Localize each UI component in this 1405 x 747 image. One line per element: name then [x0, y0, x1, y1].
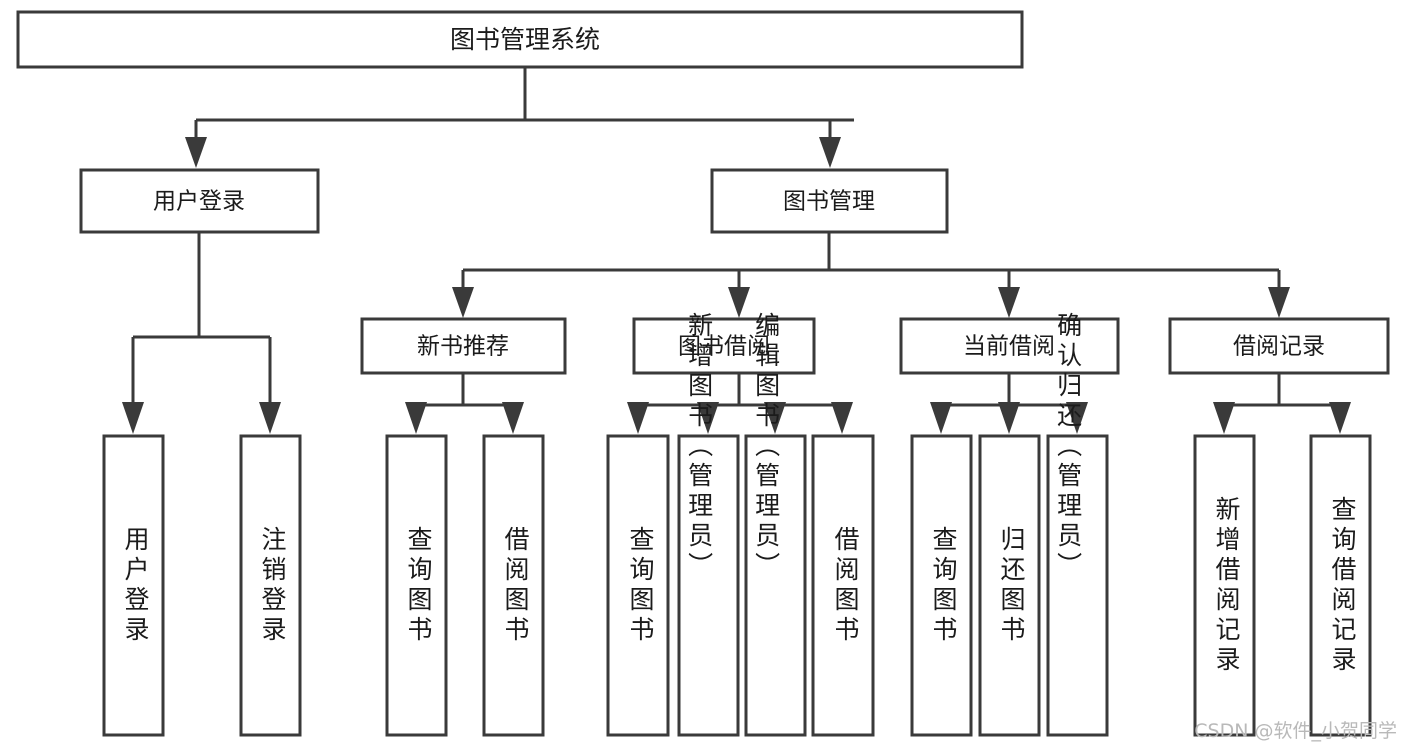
leaf-node[interactable]: 新增借阅记录	[1193, 434, 1256, 737]
connectors-user-login-to-leaves	[122, 232, 281, 434]
connectors-borrow-record-to-leaves	[1213, 373, 1351, 434]
leaf-cb-return-book-box[interactable]	[978, 434, 1041, 737]
leaf-node[interactable]: 编辑图书（管理员）	[744, 312, 807, 737]
node-current-borrow-box[interactable]	[899, 317, 1120, 375]
leaf-bb-edit-book-box[interactable]	[744, 434, 807, 737]
connectors-current-borrow-to-leaves	[930, 373, 1088, 434]
arrow-head-cb-leaf-3	[1066, 402, 1088, 434]
leaf-bb-add-book-box[interactable]	[677, 434, 740, 737]
node-new-book-recommend-label: 新书推荐	[417, 334, 509, 360]
leaf-node[interactable]: 归还图书	[978, 434, 1041, 737]
leaf-node[interactable]: 查询图书	[910, 434, 973, 737]
leaf-bb-borrow-book-label: 借阅图书	[831, 526, 860, 646]
connectors-root-to-level1	[185, 67, 854, 168]
node-root-label: 图书管理系统	[450, 25, 600, 54]
arrow-head-borrow-record	[1268, 287, 1290, 318]
leaf-nb-query-book-label: 查询图书	[404, 526, 433, 646]
node-borrow-record-label: 借阅记录	[1233, 334, 1325, 360]
leaf-node[interactable]: 新增图书（管理员）	[677, 312, 740, 737]
node-root-book-management-system[interactable]: 图书管理系统	[16, 10, 1024, 69]
node-current-borrow[interactable]: 当前借阅	[899, 317, 1120, 375]
arrow-head-new-book	[452, 287, 474, 318]
node-book-borrow-box[interactable]	[632, 317, 816, 375]
leaf-br-add-record-box[interactable]	[1193, 434, 1256, 737]
leaf-user-login-label: 用户登录	[121, 526, 150, 646]
leaf-cb-query-book-label: 查询图书	[929, 526, 958, 646]
leaf-node[interactable]: 借阅图书	[482, 434, 545, 737]
arrow-head-cb-leaf-2	[998, 402, 1020, 434]
arrow-head-bb-leaf-2	[697, 402, 719, 434]
node-user-login[interactable]: 用户登录	[79, 168, 320, 234]
leaf-logout-label: 注销登录	[258, 526, 287, 646]
leaf-nb-borrow-book-box[interactable]	[482, 434, 545, 737]
arrow-head-book-manage	[819, 137, 841, 168]
leaf-bb-edit-book-label: 编辑图书（管理员）	[752, 312, 781, 582]
arrow-head-br-leaf-2	[1329, 402, 1351, 434]
arrow-head-book-borrow	[728, 287, 750, 318]
leaf-nb-query-book-box[interactable]	[385, 434, 448, 737]
leaf-br-query-record-box[interactable]	[1309, 434, 1372, 737]
connectors-book-borrow-to-leaves	[627, 373, 853, 434]
node-new-book-recommend-box[interactable]	[360, 317, 567, 375]
arrow-head-nb-leaf-2	[502, 402, 524, 434]
leaf-bb-query-book-label: 查询图书	[626, 526, 655, 646]
leaf-br-query-record-label: 查询借阅记录	[1328, 496, 1357, 676]
node-user-login-box[interactable]	[79, 168, 320, 234]
leaf-node[interactable]: 查询图书	[385, 434, 448, 737]
node-borrow-record-box[interactable]	[1168, 317, 1390, 375]
node-user-login-label: 用户登录	[153, 189, 245, 215]
leaf-br-add-record-label: 新增借阅记录	[1212, 496, 1241, 676]
arrow-head-user-login	[185, 137, 207, 168]
arrow-head-leaf-user-login	[122, 402, 144, 434]
leaf-bb-add-book-label: 新增图书（管理员）	[685, 312, 714, 582]
connectors-book-manage-to-level2	[452, 232, 1290, 318]
leaf-node[interactable]: 查询借阅记录	[1309, 434, 1372, 737]
node-current-borrow-label: 当前借阅	[963, 334, 1055, 360]
leaf-node[interactable]: 确认归还（管理员）	[1046, 312, 1109, 737]
node-borrow-record[interactable]: 借阅记录	[1168, 317, 1390, 375]
arrow-head-nb-leaf-1	[405, 402, 427, 434]
arrow-head-bb-leaf-4	[831, 402, 853, 434]
node-book-management-label: 图书管理	[783, 189, 875, 215]
arrow-head-bb-leaf-1	[627, 402, 649, 434]
node-new-book-recommend[interactable]: 新书推荐	[360, 317, 567, 375]
node-book-borrow[interactable]: 图书借阅	[632, 317, 816, 375]
node-root-box[interactable]	[16, 10, 1024, 69]
leaf-bb-borrow-book-box[interactable]	[811, 434, 875, 737]
arrow-head-leaf-logout	[259, 402, 281, 434]
leaf-logout-box[interactable]	[239, 434, 302, 737]
leaf-node[interactable]: 查询图书	[606, 434, 670, 737]
leaf-user-login-box[interactable]	[102, 434, 165, 737]
leaf-cb-confirm-return-box[interactable]	[1046, 434, 1109, 737]
node-book-management[interactable]: 图书管理	[710, 168, 949, 234]
arrow-head-cb-leaf-1	[930, 402, 952, 434]
leaf-cb-confirm-return-label: 确认归还（管理员）	[1054, 312, 1083, 582]
arrow-head-bb-leaf-3	[764, 402, 786, 434]
leaf-nb-borrow-book-label: 借阅图书	[501, 526, 530, 646]
connectors-new-book-to-leaves	[405, 373, 524, 434]
leaf-node[interactable]: 注销登录	[239, 434, 302, 737]
node-book-borrow-label: 图书借阅	[678, 334, 770, 360]
leaf-cb-return-book-label: 归还图书	[997, 526, 1026, 646]
arrow-head-current-borrow	[998, 287, 1020, 318]
leaf-node[interactable]: 借阅图书	[811, 434, 875, 737]
leaf-node[interactable]: 用户登录	[102, 434, 165, 737]
leaf-cb-query-book-box[interactable]	[910, 434, 973, 737]
arrow-head-br-leaf-1	[1213, 402, 1235, 434]
leaf-bb-query-book-box[interactable]	[606, 434, 670, 737]
node-book-management-box[interactable]	[710, 168, 949, 234]
